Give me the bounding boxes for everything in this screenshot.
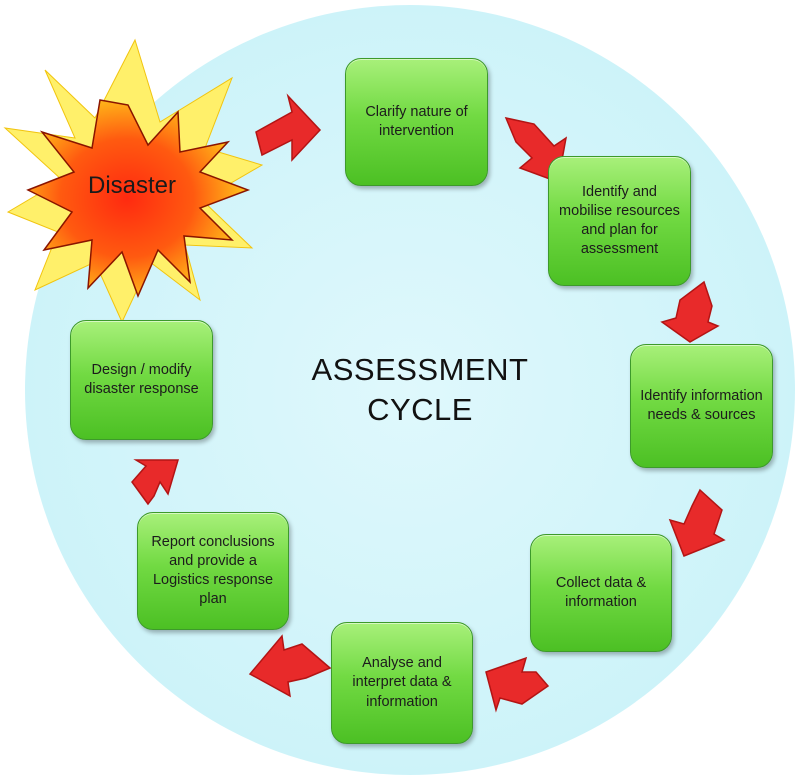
step-label: Identify information needs & sources: [640, 387, 763, 423]
step-analyse-interpret: Analyse and interpret data & information: [331, 622, 473, 744]
step-label: Report conclusions and provide a Logisti…: [151, 533, 275, 608]
step-collect-data: Collect data & information: [530, 534, 672, 652]
step-identify-information-needs: Identify information needs & sources: [630, 344, 773, 468]
step-label: Clarify nature of intervention: [365, 103, 468, 139]
cycle-title: ASSESSMENT CYCLE: [255, 350, 585, 431]
arrow-info-to-collect: [668, 488, 726, 557]
step-label: Collect data & information: [555, 574, 647, 610]
title-line-1: ASSESSMENT: [311, 352, 529, 387]
step-label: Analyse and interpret data & information: [352, 655, 452, 710]
step-label: Identify and mobilise resources and plan…: [559, 183, 680, 258]
title-line-2: CYCLE: [367, 392, 473, 428]
step-design-modify-response: Design / modify disaster response: [70, 320, 213, 440]
step-clarify-nature: Clarify nature of intervention: [345, 58, 488, 186]
arrow-disaster-to-clarify: [255, 93, 322, 162]
arrow-report-to-design: [131, 459, 180, 506]
arrow-collect-to-analyse: [485, 656, 550, 713]
disaster-label: Disaster: [87, 172, 177, 199]
step-identify-mobilise-resources: Identify and mobilise resources and plan…: [548, 156, 691, 286]
arrow-mobilise-to-identify-info: [660, 280, 720, 343]
arrow-analyse-to-report: [248, 634, 332, 698]
step-report-conclusions: Report conclusions and provide a Logisti…: [137, 512, 289, 630]
disaster-starburst: [26, 99, 251, 299]
step-label: Design / modify disaster response: [84, 361, 199, 397]
